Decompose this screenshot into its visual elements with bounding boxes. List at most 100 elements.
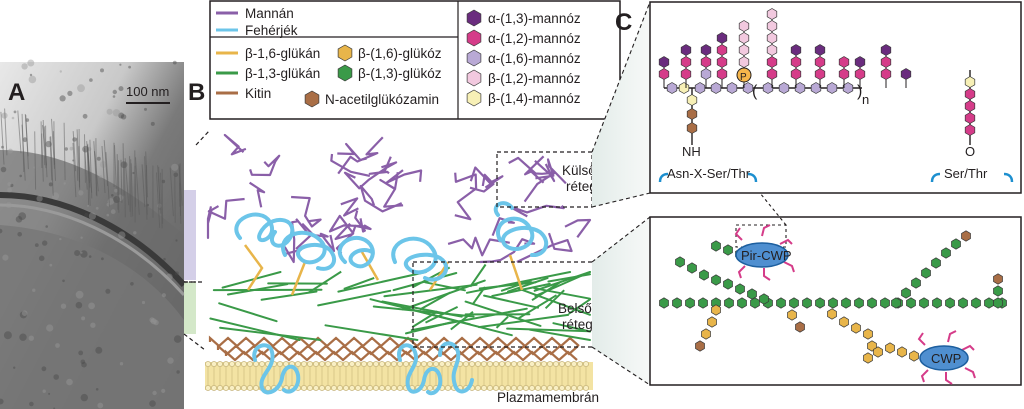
lipid-head <box>253 361 259 367</box>
glucose-hex <box>707 316 717 328</box>
lipid-head <box>241 385 247 391</box>
mannan-chain <box>469 173 495 193</box>
inner-layer-label-2: réteg <box>562 317 593 332</box>
lipid-head <box>343 361 349 367</box>
legend-chitin: Kitin <box>245 86 271 101</box>
phosphate-label: P <box>740 72 747 83</box>
lipid-head <box>265 385 271 391</box>
mannan-chain <box>524 155 545 184</box>
em-texture-dot <box>88 255 92 258</box>
em-texture-dot <box>0 166 7 173</box>
em-texture-dot <box>150 318 157 325</box>
mannan-chain <box>206 205 220 239</box>
cwp-label: CWP <box>931 351 961 366</box>
em-texture-dot <box>18 212 27 221</box>
mannose-hex <box>738 56 750 68</box>
glucan-strand <box>568 298 591 315</box>
mannose-hex <box>700 68 712 80</box>
svg-text:(: ( <box>752 83 758 100</box>
inner-layer-marker <box>184 282 196 334</box>
zoom-line-bottom <box>183 333 206 351</box>
em-texture-dot <box>130 282 134 286</box>
em-texture-dot <box>72 137 77 142</box>
glucose-hex <box>699 269 709 281</box>
lipid-head <box>319 385 325 391</box>
mannose-hex <box>716 32 728 44</box>
mannan-chain <box>535 158 567 185</box>
em-texture-dot <box>2 254 9 261</box>
chitin-chain <box>208 335 580 348</box>
em-fibril <box>130 163 134 217</box>
glucan-strand <box>337 271 427 293</box>
lipid-head <box>541 361 547 367</box>
glucan-branch <box>411 310 439 328</box>
em-texture-dot <box>19 174 23 178</box>
plasma-membrane-label: Plazmamembrán <box>497 390 599 405</box>
em-fibril <box>157 165 162 214</box>
glucan-branch <box>419 291 451 311</box>
o-glycan-mannose-hex <box>964 88 976 100</box>
em-texture-dot <box>59 70 62 73</box>
mannan-chain <box>534 159 556 183</box>
glucose-hex <box>911 277 921 289</box>
em-fibril <box>42 125 47 166</box>
lipid-head <box>229 361 235 367</box>
legend-swatch-b14 <box>466 89 482 107</box>
lipid-head <box>487 385 493 391</box>
mannan-chain <box>330 153 371 177</box>
micrograph-panel <box>0 59 187 409</box>
inner-layer-label-1: Belső <box>558 301 592 316</box>
glucan-strand <box>483 294 539 309</box>
em-texture-dot <box>29 401 34 407</box>
em-texture-dot <box>118 86 124 92</box>
lipid-head <box>301 361 307 367</box>
glucose-hex <box>711 240 721 252</box>
lipid-head <box>505 361 511 367</box>
lipid-head <box>565 361 571 367</box>
lipid-head <box>481 361 487 367</box>
glucose-hex <box>854 297 864 309</box>
b13-glucan-mesh <box>209 263 591 341</box>
em-fibril <box>105 152 110 207</box>
em-fibril <box>24 113 29 157</box>
glucan-strand <box>260 290 318 301</box>
em-fibril <box>103 140 109 187</box>
em-fibril <box>141 164 146 208</box>
em-texture-dot <box>64 147 69 151</box>
em-texture-dot <box>69 146 74 151</box>
lipid-head <box>517 361 523 367</box>
glucose-hex <box>941 247 951 259</box>
lipid-head <box>373 385 379 391</box>
em-texture-dot <box>118 231 126 239</box>
legend-swatch-a12 <box>466 29 482 47</box>
em-texture-dot <box>7 182 12 187</box>
em-texture-dot <box>28 335 34 341</box>
lipid-head <box>397 385 403 391</box>
em-fibril <box>122 143 125 196</box>
em-texture-dot <box>133 231 137 235</box>
em-fibril <box>4 108 8 156</box>
mannan-chain <box>223 133 247 156</box>
lipid-head <box>307 385 313 391</box>
em-texture-dot <box>82 113 88 119</box>
em-fibril <box>52 131 56 181</box>
em-texture-dot <box>5 202 12 209</box>
glucose-hex <box>885 342 895 354</box>
legend-glcnac: N-acetilglükózamin <box>325 92 439 107</box>
mannose-backbone-hex <box>742 82 754 94</box>
glucose-hex <box>795 321 805 333</box>
glucan-strand <box>372 305 475 318</box>
cwp: CWP <box>917 330 976 385</box>
em-texture-dot <box>75 301 83 309</box>
o-glycan-mannose-hex <box>964 112 976 124</box>
glucose-hex <box>687 262 697 274</box>
lipid-head <box>223 361 229 367</box>
em-fibril <box>63 122 66 181</box>
mannose-backbone-hex <box>762 82 774 94</box>
mannose-backbone-hex <box>666 82 678 94</box>
lipid-head <box>535 361 541 367</box>
legend-swatch-a16 <box>466 49 482 67</box>
glucose-hex <box>984 297 994 309</box>
repeat-n-label: n <box>862 92 869 107</box>
lipid-head <box>355 385 361 391</box>
